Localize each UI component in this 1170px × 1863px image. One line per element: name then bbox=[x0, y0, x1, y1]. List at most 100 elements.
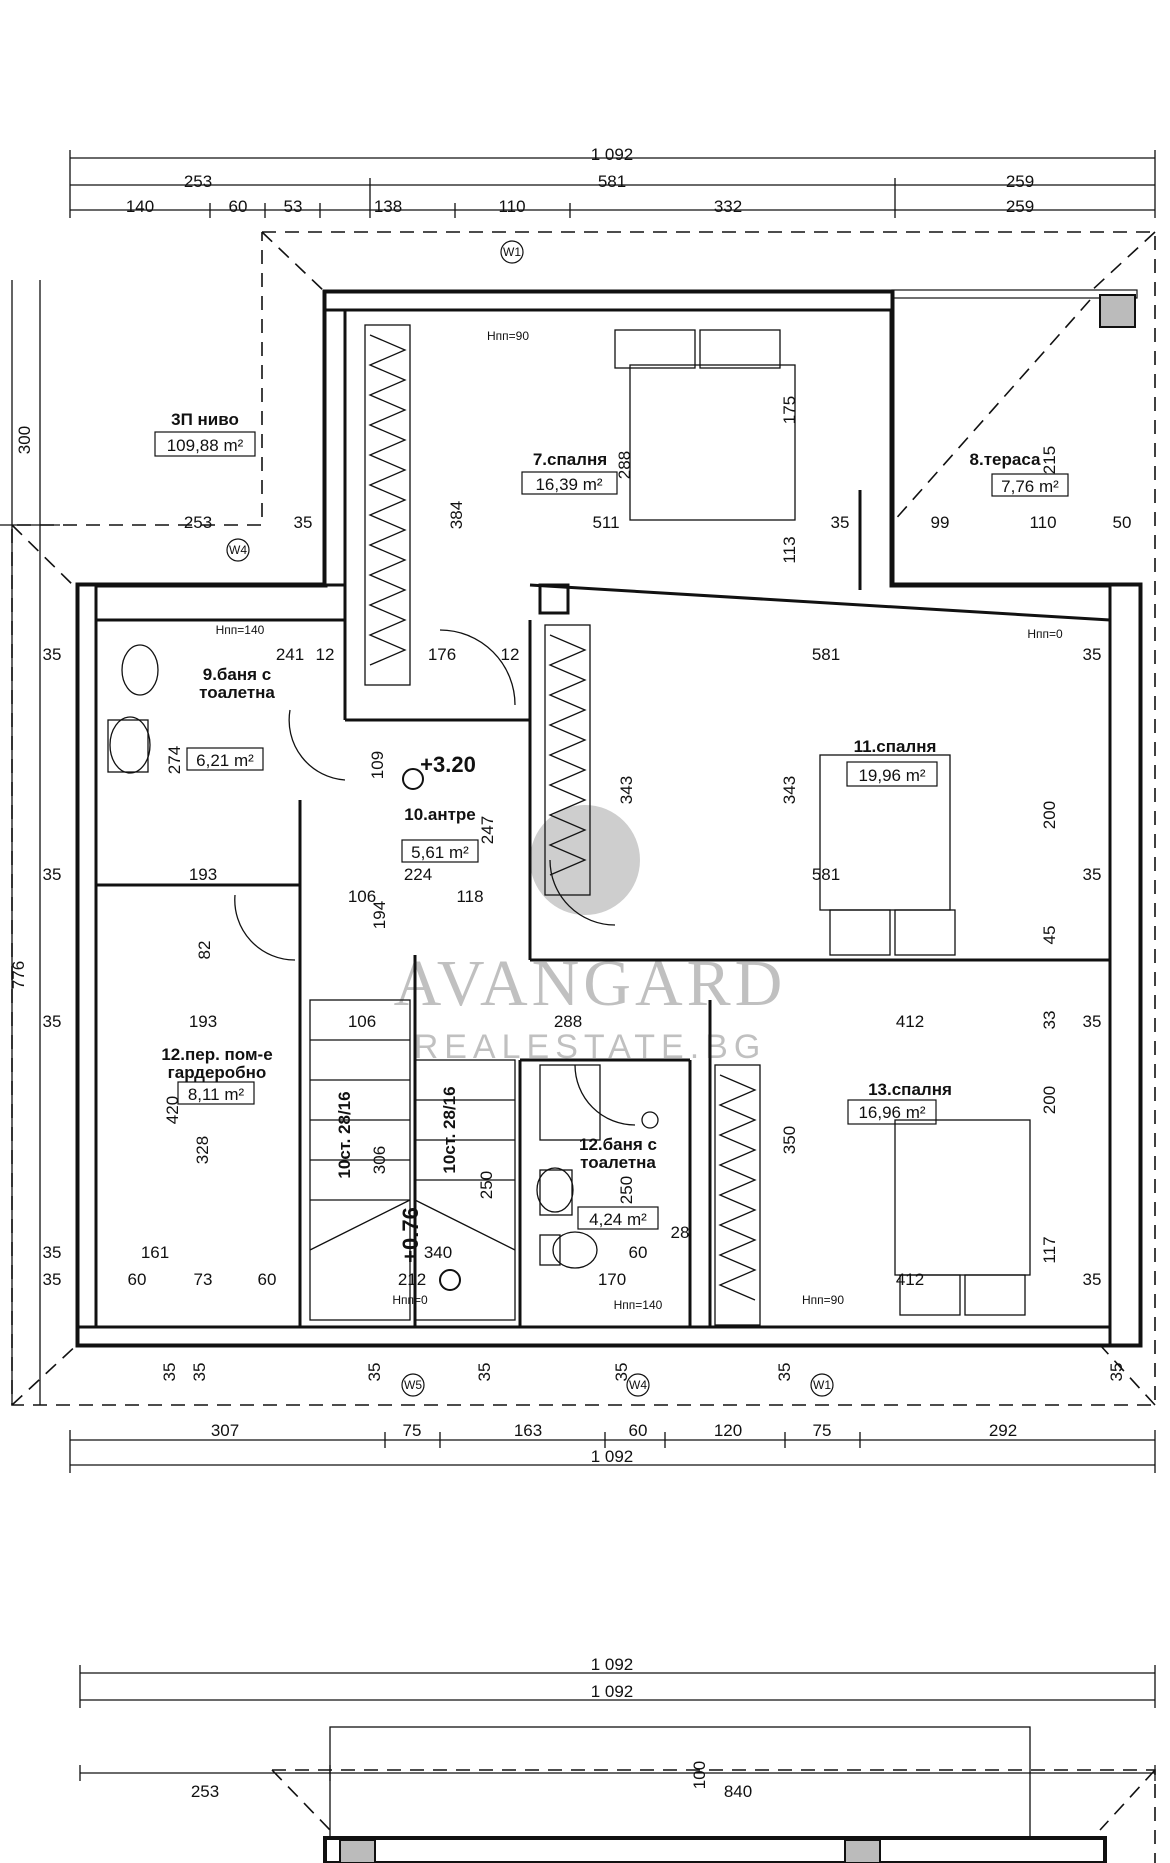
lower-plan-dimensions bbox=[79, 1665, 1156, 1781]
dim-110-mid: 110 bbox=[1029, 513, 1056, 532]
watermark-line1: AVANGARD bbox=[394, 947, 787, 1020]
dim-top-259b: 259 bbox=[1006, 197, 1034, 216]
dim-175: 175 bbox=[780, 396, 799, 424]
window-w4-left-icon bbox=[226, 538, 250, 562]
dim-lower-total-1: 1 092 bbox=[591, 1655, 634, 1674]
dim-340: 340 bbox=[424, 1243, 452, 1262]
dim-193-a: 193 bbox=[189, 865, 217, 884]
dim-109: 109 bbox=[368, 751, 387, 779]
dim-253-mid: 253 bbox=[184, 513, 212, 532]
dim-176: 176 bbox=[428, 645, 456, 664]
dim-lower-253: 253 bbox=[191, 1782, 219, 1801]
window-hpp0-right: Нпп=0 bbox=[1027, 627, 1063, 641]
dim-193-b: 193 bbox=[189, 1012, 217, 1031]
dim-82: 82 bbox=[195, 941, 214, 960]
dim-215: 215 bbox=[1040, 446, 1059, 474]
dim-under-35-2: 35 bbox=[190, 1363, 209, 1382]
exterior-walls bbox=[75, 289, 1143, 1348]
dim-224: 224 bbox=[404, 865, 432, 884]
room8-area: 7,76 m² bbox=[1001, 477, 1059, 496]
dim-28: 28 bbox=[671, 1223, 690, 1242]
staircase bbox=[309, 999, 516, 1321]
room12a-name2: гардеробно bbox=[168, 1063, 267, 1082]
doors bbox=[234, 629, 636, 1126]
dim-194: 194 bbox=[370, 901, 389, 929]
dim-bottom-163: 163 bbox=[514, 1421, 542, 1440]
dim-581-b: 581 bbox=[812, 865, 840, 884]
stairs-level-marker-icon bbox=[439, 1269, 461, 1291]
dim-35-left: 35 bbox=[43, 645, 62, 664]
watermark-line2: REALESTATE.BG bbox=[414, 1028, 767, 1066]
dim-bottom-292: 292 bbox=[989, 1421, 1017, 1440]
window-w1-bottom-icon bbox=[810, 1373, 834, 1397]
window-hpp140-left: Нпп=140 bbox=[216, 623, 265, 637]
bed-room7 bbox=[614, 329, 796, 521]
window-markers: W1 W4 W5 W4 W1 Нпп=90 Нпп=140 Нпп=0 Нпп=… bbox=[216, 240, 1063, 1397]
level-height: +3.20 bbox=[420, 752, 476, 777]
dim-35-left2: 35 bbox=[43, 865, 62, 884]
lower-plan-outline bbox=[271, 1726, 1156, 1863]
bottom-dimensions bbox=[69, 1430, 1156, 1473]
dim-top-253: 253 bbox=[184, 172, 212, 191]
stairs-left-label: 10ст. 28/16 bbox=[335, 1091, 354, 1178]
bed-room13 bbox=[894, 1119, 1031, 1316]
dim-288: 288 bbox=[615, 451, 634, 479]
room13-name: 13.спалня bbox=[868, 1080, 952, 1099]
window-w5-bottom-icon bbox=[401, 1373, 425, 1397]
dim-under-35-5: 35 bbox=[612, 1363, 631, 1382]
dim-35-left5: 35 bbox=[43, 1270, 62, 1289]
level-area: 109,88 m² bbox=[167, 436, 244, 455]
dim-35-left3: 35 bbox=[43, 1012, 62, 1031]
room12b-area-box bbox=[577, 1206, 659, 1230]
top-dimensions bbox=[69, 150, 1156, 218]
room11-name: 11.спалня bbox=[854, 737, 937, 756]
window-w1-bottom: W1 bbox=[813, 1378, 831, 1392]
dim-50: 50 bbox=[1113, 513, 1132, 532]
dim-top-581: 581 bbox=[598, 172, 626, 191]
dim-bottom-60: 60 bbox=[629, 1421, 648, 1440]
window-w4-bottom-icon bbox=[626, 1373, 650, 1397]
room7-name: 7.спалня bbox=[533, 450, 607, 469]
dim-45: 45 bbox=[1040, 926, 1059, 945]
dim-106-a: 106 bbox=[348, 887, 376, 906]
dim-lower-840: 840 bbox=[724, 1782, 752, 1801]
stairs-right-label: 10ст. 28/16 bbox=[440, 1086, 459, 1173]
level-name: 3П ниво bbox=[171, 410, 239, 429]
stairs-height: +0.76 bbox=[398, 1207, 423, 1263]
dim-35-right2: 35 bbox=[1083, 865, 1102, 884]
dim-35-left4: 35 bbox=[43, 1243, 62, 1262]
dim-60-b: 60 bbox=[258, 1270, 277, 1289]
dim-lower-total-2: 1 092 bbox=[591, 1682, 634, 1701]
level-area-box bbox=[154, 431, 256, 457]
dim-73: 73 bbox=[194, 1270, 213, 1289]
wardrobe-room11 bbox=[544, 624, 591, 896]
dim-420: 420 bbox=[163, 1096, 182, 1124]
dim-35-right4: 35 bbox=[1083, 1270, 1102, 1289]
dim-top-140: 140 bbox=[126, 197, 154, 216]
window-hpp90-top: Нпп=90 bbox=[487, 329, 529, 343]
window-hpp90-bottom: Нпп=90 bbox=[802, 1293, 844, 1307]
room12b-name2: тоалетна bbox=[580, 1153, 656, 1172]
dim-top-332: 332 bbox=[714, 197, 742, 216]
watermark: AVANGARD REALESTATE.BG bbox=[394, 805, 787, 1066]
dim-412-b: 412 bbox=[896, 1270, 924, 1289]
level-marker-icon bbox=[402, 768, 424, 790]
dim-241: 241 bbox=[276, 645, 304, 664]
dim-106-b: 106 bbox=[348, 1012, 376, 1031]
dim-200-b: 200 bbox=[1040, 1086, 1059, 1114]
dim-under-35-3: 35 bbox=[365, 1363, 384, 1382]
window-w1-top-icon bbox=[500, 240, 524, 264]
dim-top-110: 110 bbox=[498, 197, 525, 216]
dim-118: 118 bbox=[456, 887, 483, 906]
dim-274: 274 bbox=[165, 746, 184, 774]
window-w1-top: W1 bbox=[503, 245, 521, 259]
dim-170: 170 bbox=[598, 1270, 626, 1289]
bottom-under-35: 35 35 35 35 35 35 35 bbox=[160, 1363, 1126, 1382]
room11-area: 19,96 m² bbox=[858, 766, 925, 785]
room9-area-box bbox=[186, 747, 264, 771]
room10-area: 5,61 m² bbox=[411, 843, 469, 862]
dim-200-a: 200 bbox=[1040, 801, 1059, 829]
dim-343-a: 343 bbox=[617, 776, 636, 804]
room9-area: 6,21 m² bbox=[196, 751, 254, 770]
dim-bottom-total: 1 092 bbox=[591, 1447, 634, 1466]
